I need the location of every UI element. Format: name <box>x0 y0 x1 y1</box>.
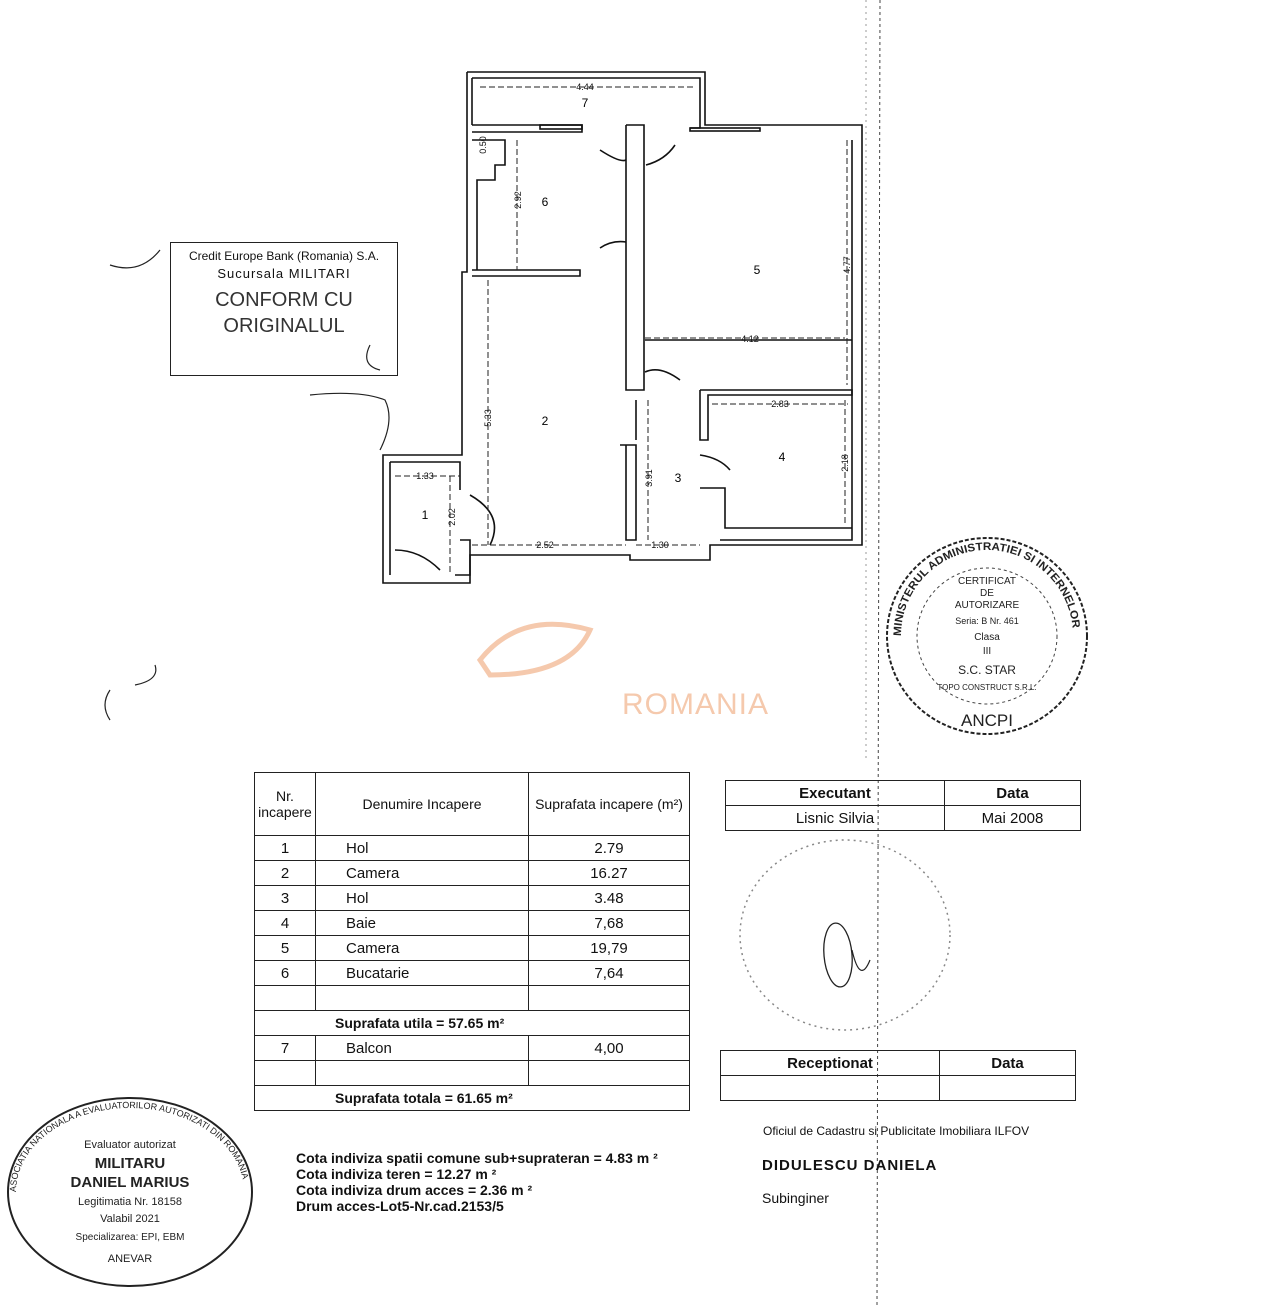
bank-certification-stamp: Credit Europe Bank (Romania) S.A. Sucurs… <box>170 242 398 376</box>
note-line: Drum acces-Lot5-Nr.cad.2153/5 <box>296 1198 504 1214</box>
receptionat-value <box>720 1075 940 1101</box>
room-label-3: 3 <box>675 471 682 485</box>
stamp-line: Valabil 2021 <box>100 1213 160 1225</box>
room-nr: 4 <box>254 910 316 936</box>
receptionat-date <box>939 1075 1076 1101</box>
dimension: 5.33 <box>483 409 493 427</box>
executant-date: Mai 2008 <box>944 805 1081 831</box>
stamp-line: CERTIFICAT <box>958 576 1016 587</box>
stamp-line: DANIEL MARIUS <box>71 1174 190 1191</box>
dimension: 2.52 <box>536 540 554 550</box>
dimension: 2.83 <box>771 399 789 409</box>
stamp-line: Seria: B Nr. 461 <box>955 616 1019 626</box>
dimension: 1.33 <box>416 471 434 481</box>
receptionat-header: Receptionat <box>720 1050 940 1076</box>
office-name: Oficiul de Cadastru si Publicitate Imobi… <box>763 1124 1030 1138</box>
official-name: DIDULESCU DANIELA <box>762 1157 938 1174</box>
stamp-text-line2: ORIGINALUL <box>223 315 345 337</box>
table-row-empty <box>254 985 690 1011</box>
room-nr: 7 <box>254 1035 316 1061</box>
stamp-line: Legitimatia Nr. 18158 <box>78 1196 182 1208</box>
room-area: 3.48 <box>528 885 690 911</box>
note-line: Cota indiviza teren = 12.27 m ² <box>296 1166 497 1182</box>
notes: Cota indiviza spatii comune sub+suprater… <box>296 1150 658 1214</box>
dimension: 3.91 <box>644 469 654 487</box>
rooms-table: Nr. incapere Denumire Incapere Suprafata… <box>254 772 690 1111</box>
stamp-line: TOPO CONSTRUCT S.R.L. <box>937 683 1036 692</box>
bank-name: Credit Europe Bank (Romania) S.A. <box>188 249 380 263</box>
dimension: 0.50 <box>478 136 488 154</box>
room-area: 7,64 <box>528 960 690 986</box>
stamp-line: ANCPI <box>961 711 1013 730</box>
room-label-7: 7 <box>582 96 589 110</box>
stamp-line: MILITARU <box>95 1155 166 1172</box>
room-name: Hol <box>315 835 529 861</box>
stamp-line: Evaluator autorizat <box>84 1139 176 1151</box>
room-area: 4,00 <box>528 1035 690 1061</box>
total-area: Suprafata totala = 61.65 m² <box>254 1085 690 1111</box>
stamp-line: Clasa <box>974 632 1000 643</box>
stamp-line: DE <box>980 588 994 599</box>
room-name: Baie <box>315 910 529 936</box>
stamp-line: AUTORIZARE <box>955 600 1020 611</box>
col-header-name: Denumire Incapere <box>315 772 529 836</box>
watermark-text: ROMANIA <box>622 688 770 721</box>
dimension: 2.02 <box>447 508 457 526</box>
dimension: 2.18 <box>840 454 850 472</box>
room-nr: 1 <box>254 835 316 861</box>
room-name: Hol <box>315 885 529 911</box>
room-label-2: 2 <box>542 414 549 428</box>
room-area: 19,79 <box>528 935 690 961</box>
stamp-line: Specializarea: EPI, EBM <box>76 1232 185 1243</box>
dimension: 4.44 <box>576 82 594 92</box>
bank-branch: Sucursala MILITARI <box>217 266 351 281</box>
date-header: Data <box>944 780 1081 806</box>
room-area: 7,68 <box>528 910 690 936</box>
stamp-line: S.C. STAR <box>958 663 1016 677</box>
dimension: 1.30 <box>651 540 669 550</box>
dimension: 4.12 <box>741 334 759 344</box>
dimension: 2.92 <box>513 191 523 209</box>
room-label-5: 5 <box>754 263 761 277</box>
stamp-line: ANEVAR <box>108 1253 152 1265</box>
col-header-nr: Nr. incapere <box>254 772 316 836</box>
stamp-line: III <box>983 646 991 657</box>
room-area: 16.27 <box>528 860 690 886</box>
room-nr: 5 <box>254 935 316 961</box>
room-label-4: 4 <box>779 450 786 464</box>
dimension: 4.77 <box>842 256 852 274</box>
note-line: Cota indiviza spatii comune sub+suprater… <box>296 1150 658 1166</box>
official-role: Subinginer <box>762 1190 829 1206</box>
room-label-1: 1 <box>422 508 429 522</box>
total-area-row: Suprafata totala = 61.65 m² <box>254 1085 690 1111</box>
note-line: Cota indiviza drum acces = 2.36 m ² <box>296 1182 533 1198</box>
room-label-6: 6 <box>542 195 549 209</box>
stamp-text-line1: CONFORM CU <box>215 289 353 311</box>
table-row-empty <box>254 1060 690 1086</box>
executant-name: Lisnic Silvia <box>725 805 945 831</box>
